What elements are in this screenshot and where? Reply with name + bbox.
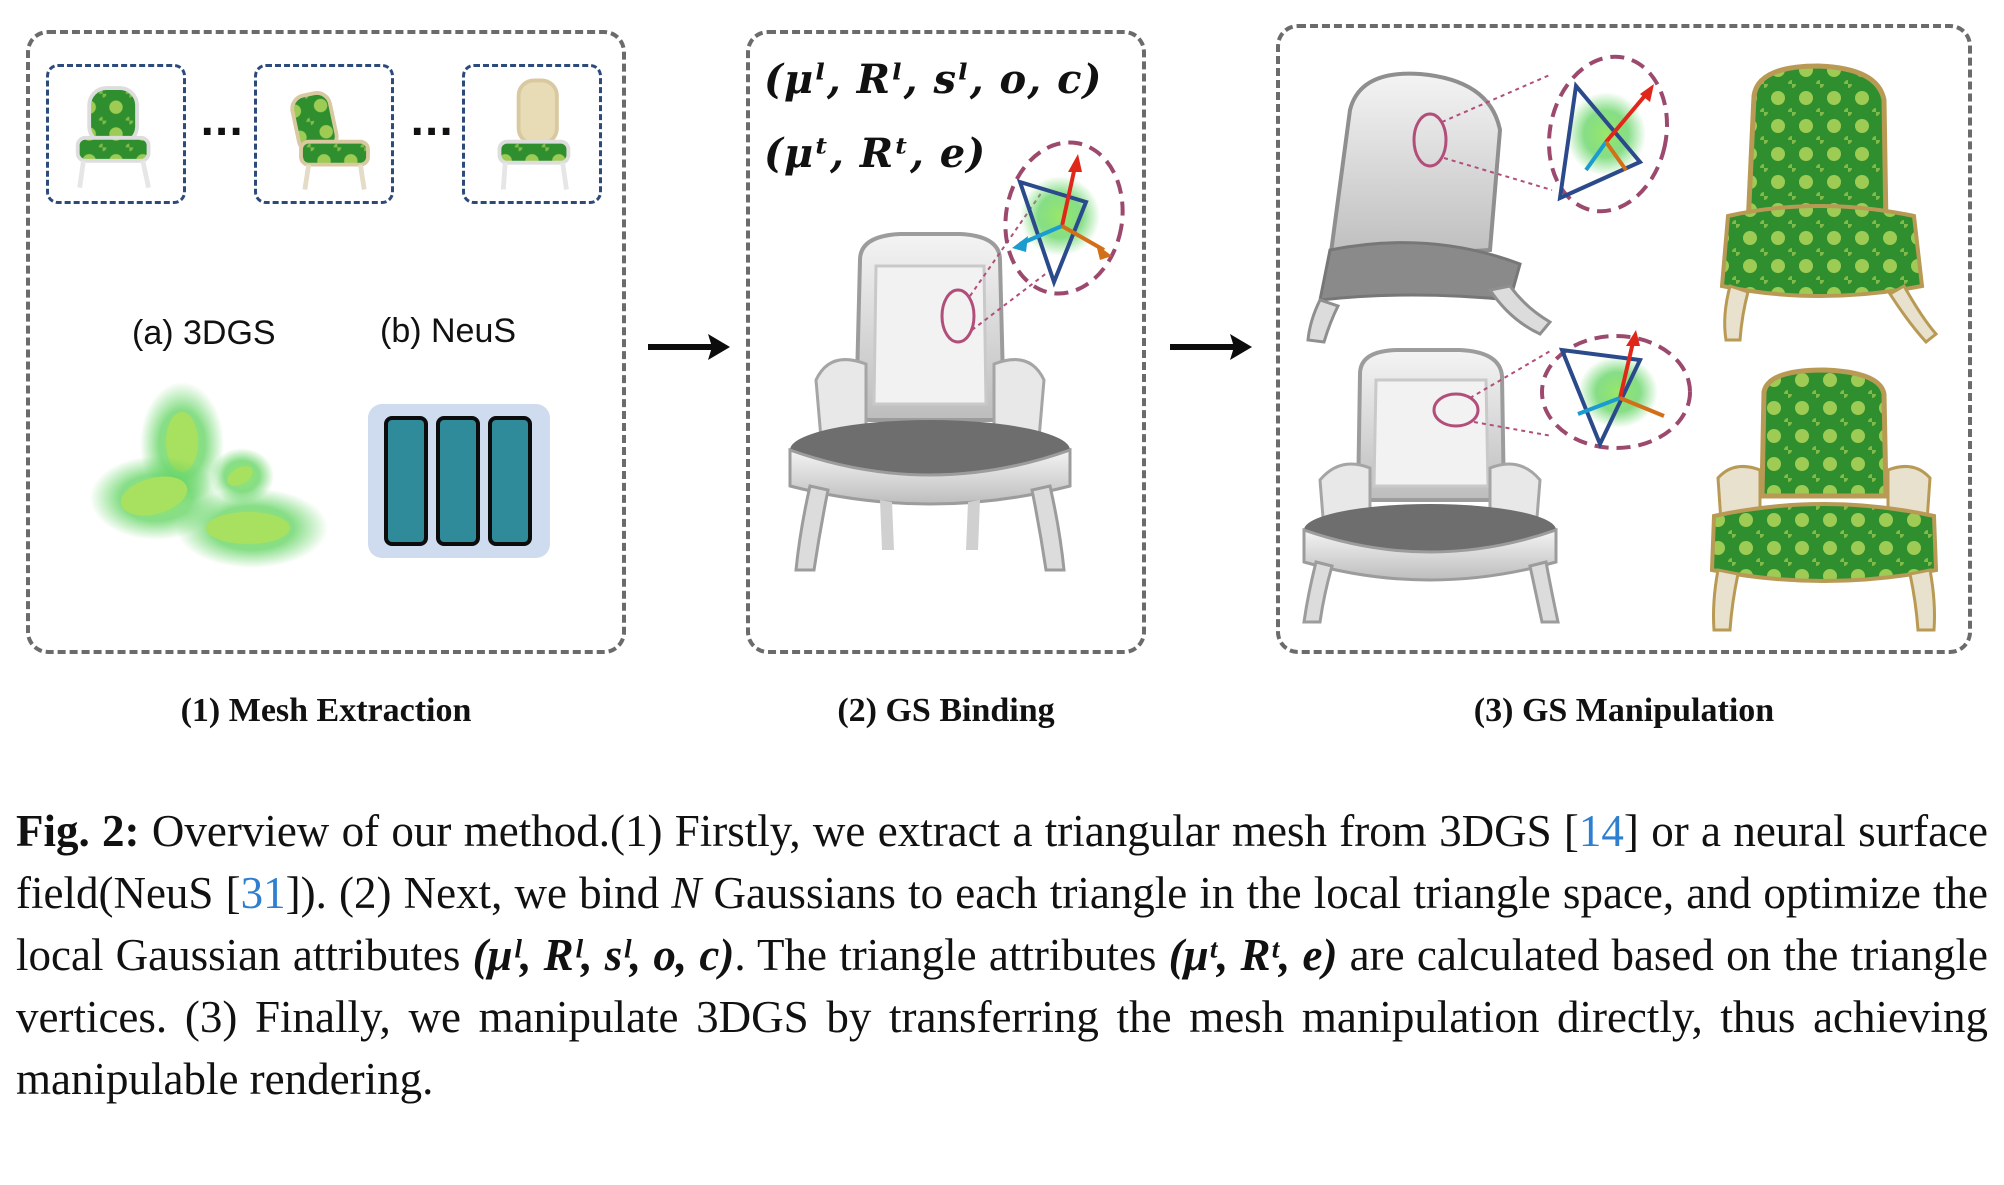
deformed-rendered-chair xyxy=(1719,63,1939,345)
label-3dgs: (a) 3DGS xyxy=(132,314,276,352)
mesh-chair-with-bound-gaussian xyxy=(788,140,1125,572)
label-neus: (b) NeuS xyxy=(380,312,517,350)
arrow-right-icon xyxy=(648,334,730,360)
ellipsis-2: ... xyxy=(410,100,454,144)
step-3-title: (3) GS Manipulation xyxy=(1473,692,1775,729)
caption-text-6: are calculated based on the triangle ver… xyxy=(16,930,1989,1104)
local-gaussian-attributes-formula: (μˡ, Rˡ, sˡ, o, c) xyxy=(764,56,1103,103)
variable-n: N xyxy=(671,868,702,918)
triangle-attributes-formula: (μᵗ, Rᵗ, e) xyxy=(764,130,987,177)
caption-text-2: ] or a neural surface field(NeuS [ xyxy=(16,806,1988,918)
figure-caption: Fig. 2: Overview of our method.(1) First… xyxy=(16,800,1988,1110)
caption-text-5: . The triangle attributes xyxy=(734,930,1169,980)
figure-label: Fig. 2: xyxy=(16,806,140,856)
input-view-thumbnail-3 xyxy=(462,64,602,204)
original-rendered-chair xyxy=(1709,367,1939,632)
deformed-mesh-chair xyxy=(1306,54,1670,344)
gaussian-blobs-illustration xyxy=(90,382,328,568)
caption-text-1: Overview of our method.(1) Firstly, we e… xyxy=(139,806,1579,856)
ellipsis-1: ... xyxy=(200,100,244,144)
input-view-thumbnail-1 xyxy=(46,64,186,204)
gs-binding-panel xyxy=(746,30,1146,654)
citation-link-31[interactable]: 31 xyxy=(240,868,286,918)
caption-text-3: ]). (2) Next, we bind xyxy=(285,868,672,918)
step-2-title: (2) GS Binding xyxy=(837,692,1055,729)
gs-manipulation-panel xyxy=(1276,24,1972,654)
input-view-thumbnail-2 xyxy=(254,64,394,204)
neus-network-icon xyxy=(368,404,550,558)
arrow-right-icon xyxy=(1170,334,1252,360)
mesh-extraction-panel xyxy=(26,30,626,654)
caption-local-attributes: (μˡ, Rˡ, sˡ, o, c) xyxy=(472,930,735,980)
caption-triangle-attributes: (μᵗ, Rᵗ, e) xyxy=(1168,930,1338,980)
citation-link-14[interactable]: 14 xyxy=(1578,806,1624,856)
step-1-title: (1) Mesh Extraction xyxy=(180,692,472,729)
original-mesh-chair xyxy=(1302,330,1692,624)
caption-text-4: Gaussians to each triangle in the local … xyxy=(16,868,1988,980)
